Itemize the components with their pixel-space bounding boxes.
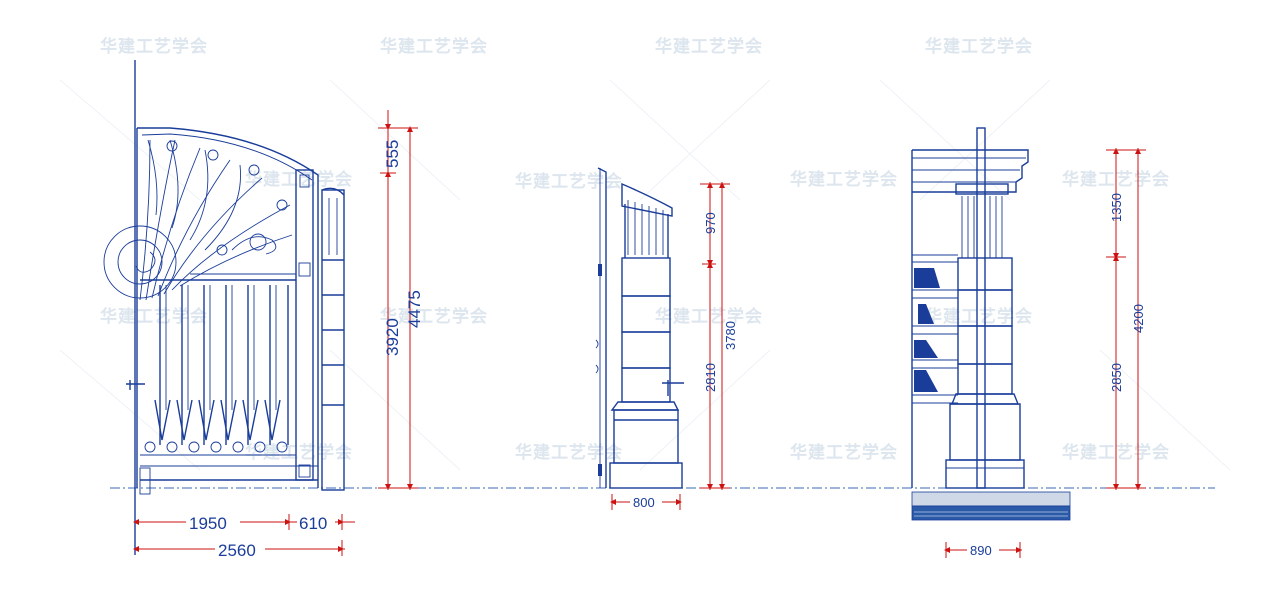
- watermark-text: 华建工艺学会: [925, 306, 1033, 327]
- watermark-text: 华建工艺学会: [790, 442, 898, 463]
- dim-555: 555: [383, 140, 402, 168]
- dim-2560: 2560: [218, 541, 256, 560]
- dim-1350: 1350: [1109, 193, 1124, 222]
- column-dimensions: 1350 2850 4200 890: [944, 148, 1146, 558]
- watermark-text: 华建工艺学会: [655, 306, 763, 327]
- watermark-text: 华建工艺学会: [790, 169, 898, 190]
- watermark-text: 华建工艺学会: [100, 306, 208, 327]
- watermark-text: 华建工艺学会: [515, 442, 623, 463]
- foundation-concrete: [911, 505, 1071, 521]
- dim-3780: 3780: [723, 321, 738, 350]
- gate-vertical-dimensions: 555 3920 4475: [378, 110, 424, 490]
- dim-2810: 2810: [703, 363, 718, 392]
- gate-elevation: [103, 60, 345, 555]
- watermark-text: 华建工艺学会: [655, 36, 763, 57]
- dim-1950: 1950: [189, 514, 227, 533]
- dim-4200: 4200: [1131, 304, 1146, 333]
- watermark-text: 华建工艺学会: [100, 36, 208, 57]
- pillar-dimensions: 970 2810 3780 800: [610, 182, 738, 510]
- column-elevation: [911, 127, 1071, 521]
- dim-890: 890: [970, 543, 992, 558]
- pillar-elevation: [595, 167, 684, 489]
- dim-610: 610: [299, 514, 327, 533]
- dim-800: 800: [633, 495, 655, 510]
- watermark-text: 华建工艺学会: [925, 36, 1033, 57]
- foundation-gravel: [911, 491, 1071, 507]
- watermark-text: 华建工艺学会: [380, 36, 488, 57]
- watermark-text: 华建工艺学会: [380, 306, 488, 327]
- gate-horizontal-dimensions: 1950 610 2560: [133, 512, 355, 560]
- watermarks: 华建工艺学会 华建工艺学会 华建工艺学会 华建工艺学会 华建工艺学会 华建工艺学…: [100, 36, 1169, 463]
- dim-4475: 4475: [405, 290, 424, 328]
- dim-970: 970: [703, 212, 718, 234]
- dim-2850: 2850: [1109, 363, 1124, 392]
- dim-3920: 3920: [383, 318, 402, 356]
- watermark-text: 华建工艺学会: [245, 442, 353, 463]
- watermark-text: 华建工艺学会: [515, 171, 623, 192]
- watermark-text: 华建工艺学会: [245, 169, 353, 190]
